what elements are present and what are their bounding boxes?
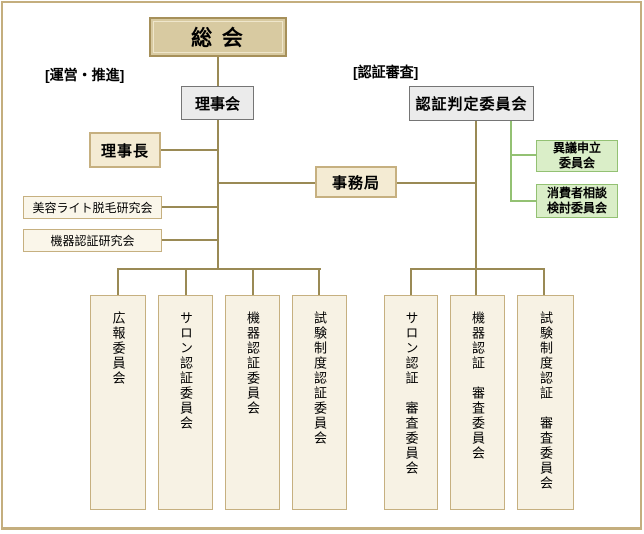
node-label: 異議申立 委員会: [552, 141, 601, 170]
section-label-certification: [認証審査]: [353, 64, 419, 80]
connector-green-down: [510, 121, 512, 202]
node-pr-committee: 広報委員会: [90, 295, 146, 510]
node-test-system-certification-examination-committee: 試験制度認証 審査委員会: [517, 295, 574, 510]
connector-judgment-down: [475, 121, 477, 270]
node-objection-committee: 異議申立 委員会: [536, 140, 618, 172]
node-label: 機器認証 審査委員会: [470, 311, 485, 461]
node-label: 消費者相談 検討委員会: [546, 186, 607, 215]
section-label-operations: [運営・推進]: [45, 67, 125, 83]
node-label: 認証判定委員会: [415, 96, 528, 113]
node-label: 理事長: [100, 142, 149, 160]
node-label: 試験制度認証委員会: [312, 311, 327, 446]
node-label: 試験制度認証 審査委員会: [538, 311, 553, 491]
node-consumer-consultation-review-committee: 消費者相談 検討委員会: [536, 184, 618, 218]
connector-right-group: [410, 268, 545, 270]
node-label: 理事会: [194, 95, 240, 113]
node-secretariat: 事務局: [315, 166, 397, 198]
node-label: 美容ライト脱毛研究会: [32, 201, 153, 215]
connector-chairman: [161, 149, 219, 151]
node-label: 広報委員会: [110, 311, 126, 386]
stub-test-cert: [318, 269, 320, 295]
node-salon-certification-examination-committee: サロン認証 審査委員会: [384, 295, 438, 510]
node-general-assembly: 総 会: [149, 17, 287, 57]
connector-consumer-consult: [510, 200, 536, 202]
node-label: サロン認証委員会: [178, 311, 193, 431]
connector-secretariat-right: [397, 182, 476, 184]
connector-board-down: [217, 120, 219, 270]
connector-assembly-board: [217, 57, 219, 86]
connector-secretariat-left: [219, 182, 315, 184]
node-device-certification-study-group: 機器認証研究会: [23, 229, 162, 252]
connector-left-group: [117, 268, 321, 270]
node-label: サロン認証 審査委員会: [403, 311, 419, 476]
stub-device-exam: [475, 269, 477, 295]
stub-salon-exam: [410, 269, 412, 295]
node-label: 機器認証研究会: [50, 234, 135, 248]
node-device-certification-committee: 機器認証委員会: [225, 295, 280, 510]
node-salon-certification-committee: サロン認証委員会: [158, 295, 213, 510]
stub-device-cert: [252, 269, 254, 295]
node-board-of-directors: 理事会: [181, 86, 254, 120]
connector-beauty-light-study: [162, 206, 219, 208]
connector-device-cert-study: [162, 239, 219, 241]
node-test-system-certification-committee: 試験制度認証委員会: [292, 295, 347, 510]
node-chairman: 理事長: [89, 132, 161, 168]
node-beauty-light-hair-removal-study-group: 美容ライト脱毛研究会: [23, 196, 162, 219]
connector-objection: [510, 154, 536, 156]
node-label: 機器認証委員会: [245, 311, 260, 416]
stub-test-exam: [543, 269, 545, 295]
node-certification-judgment-committee: 認証判定委員会: [409, 86, 534, 121]
node-label: 総 会: [191, 27, 245, 50]
stub-pr: [117, 269, 119, 295]
node-device-certification-examination-committee: 機器認証 審査委員会: [450, 295, 505, 510]
node-label: 事務局: [331, 174, 380, 192]
stub-salon-cert: [185, 269, 187, 295]
